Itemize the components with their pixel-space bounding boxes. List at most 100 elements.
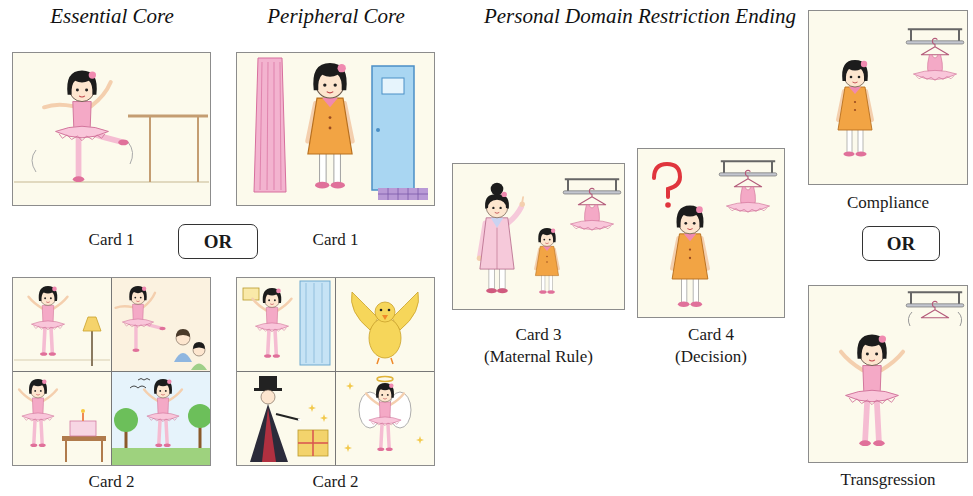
fantasy-scenes-picture <box>320 414 328 422</box>
card-background <box>12 277 211 466</box>
ballet-scenes-picture <box>66 441 102 462</box>
column-heading: Essential Core <box>50 3 173 29</box>
card-label: (Decision) <box>633 346 789 368</box>
fantasy-scenes-picture <box>380 309 383 312</box>
question-mark-symbol <box>654 164 680 197</box>
card-frame <box>236 277 435 466</box>
story-card: Card 2 <box>236 277 435 493</box>
fantasy-scenes-picture <box>276 414 300 420</box>
card-frame <box>452 163 625 310</box>
story-card: Compliance <box>808 10 968 214</box>
transgression-picture <box>906 292 964 307</box>
room-picture <box>254 58 286 192</box>
compliance-picture <box>838 29 964 156</box>
question-mark-symbol <box>665 202 671 208</box>
or-box: OR <box>178 224 258 259</box>
card-background <box>236 52 435 206</box>
transgression-picture <box>921 301 948 317</box>
fantasy-scenes-picture <box>298 419 301 422</box>
fantasy-scenes-picture <box>250 404 288 462</box>
column-heading: Personal Domain Restriction Ending <box>484 3 796 29</box>
decision-picture <box>672 206 708 307</box>
transgression-picture <box>908 312 961 326</box>
ballet-scenes-picture <box>29 286 68 356</box>
decision-picture <box>726 170 769 212</box>
transgression-picture <box>841 292 964 446</box>
fantasy-scenes-picture <box>369 318 401 358</box>
ballet-scenes-picture <box>111 371 211 466</box>
compliance-picture <box>913 38 956 80</box>
ballet-scenes-picture <box>81 409 85 413</box>
ballet-scenes-picture <box>130 379 150 389</box>
card-frame <box>12 277 211 466</box>
maternal-rule-picture <box>570 188 613 230</box>
card-background <box>12 10 968 466</box>
ballet-scenes-picture <box>193 342 205 349</box>
ballet-scenes-picture <box>91 330 93 366</box>
room-picture <box>308 63 352 189</box>
card-frame <box>808 10 968 185</box>
ballet-practice-picture <box>14 181 209 183</box>
card-background <box>808 285 968 463</box>
ballet-practice-picture <box>32 142 133 172</box>
card-frame <box>808 285 968 463</box>
card-label: Card 2 <box>232 471 439 493</box>
card-background <box>452 163 625 310</box>
maternal-rule-picture <box>535 228 558 294</box>
card-frame <box>12 52 211 206</box>
story-card: Card 2 <box>12 277 211 493</box>
fantasy-scenes-picture <box>243 288 259 300</box>
ballet-scenes-picture <box>12 277 211 466</box>
ballet-scenes-picture <box>111 448 211 466</box>
ballet-scenes-picture <box>70 421 96 436</box>
card-label: Card 3 <box>448 324 629 346</box>
compliance-picture <box>838 60 872 157</box>
room-picture <box>372 66 414 190</box>
ballet-scenes-picture <box>111 277 211 371</box>
fantasy-scenes-picture <box>416 436 424 444</box>
ballet-scenes-picture <box>82 413 84 421</box>
ballet-scenes-picture <box>114 408 138 432</box>
card-label: Transgression <box>804 469 972 491</box>
ballet-scenes-picture <box>188 404 211 428</box>
column-heading: Peripheral Core <box>267 3 404 29</box>
ballet-scenes-picture <box>174 353 192 362</box>
maternal-rule-picture <box>563 179 621 194</box>
fantasy-scenes-picture <box>306 283 322 363</box>
or-text: OR <box>887 232 916 256</box>
fantasy-scenes-picture <box>377 358 393 364</box>
room-picture <box>382 78 404 94</box>
ballet-practice-picture <box>14 71 209 183</box>
card-background <box>12 52 211 206</box>
fantasy-scenes-picture <box>308 404 316 412</box>
room-picture <box>378 188 428 200</box>
compliance-picture <box>906 29 964 44</box>
story-card: Card 3(Maternal Rule) <box>452 163 625 368</box>
fantasy-scenes-picture <box>298 430 328 456</box>
fantasy-scenes-picture <box>298 430 328 456</box>
card-label: Card 4 <box>633 324 789 346</box>
card-label: Card 1 <box>8 229 215 251</box>
maternal-rule-picture <box>477 183 525 294</box>
ballet-scenes-picture <box>126 426 200 448</box>
card-label: Card 1 <box>232 229 439 251</box>
card-label: Compliance <box>804 192 972 214</box>
transgression-picture <box>841 335 903 447</box>
ballet-scenes-picture <box>62 436 106 441</box>
maternal-rule-picture <box>477 179 621 293</box>
ballet-scenes-picture <box>12 277 211 466</box>
fantasy-scenes-picture <box>346 382 354 390</box>
fantasy-scenes-picture <box>375 302 395 322</box>
room-picture <box>254 58 428 200</box>
ballet-scenes-picture <box>14 360 110 361</box>
fantasy-scenes-picture <box>261 390 275 404</box>
fantasy-scenes-picture <box>262 408 276 462</box>
fantasy-scenes-picture <box>259 376 277 389</box>
ballet-practice-picture <box>44 71 129 183</box>
story-card: Card 1 <box>12 52 211 251</box>
fantasy-scenes-picture <box>236 277 435 466</box>
story-card: Card 4(Decision) <box>637 148 785 368</box>
